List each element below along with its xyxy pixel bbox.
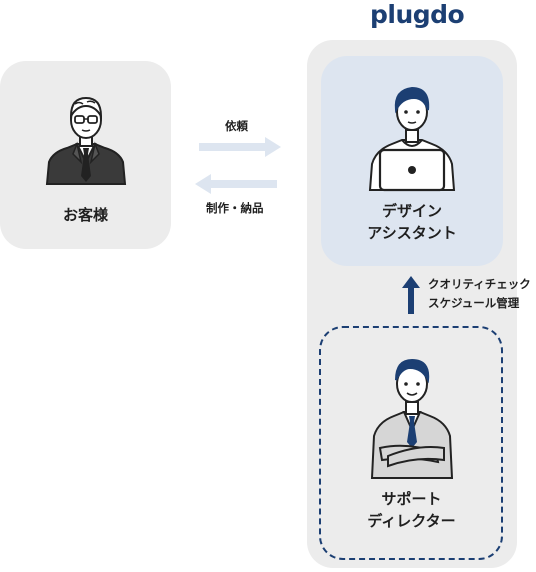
director-label-line1: サポート — [381, 490, 442, 508]
delivery-arrow — [195, 174, 277, 194]
request-arrow — [199, 137, 281, 157]
customer-label: お客様 — [62, 206, 108, 224]
assistant-label: デザイン アシスタント — [321, 200, 503, 244]
assistant-icon — [368, 86, 456, 192]
quality-arrow — [402, 276, 420, 314]
management-label: クオリティチェック スケジュール管理 — [428, 276, 531, 312]
assistant-label-line2: アシスタント — [367, 224, 457, 242]
management-label-line2: スケジュール管理 — [428, 296, 520, 310]
customer-icon — [45, 96, 127, 185]
assistant-label-line1: デザイン — [381, 202, 442, 220]
management-label-line1: クオリティチェック — [428, 277, 531, 291]
delivery-label: 制作・納品 — [206, 201, 264, 215]
director-label-line2: ディレクター — [367, 512, 456, 530]
director-label: サポート ディレクター — [319, 488, 504, 532]
director-icon — [370, 358, 454, 479]
plugdo-logo: plugdo — [370, 0, 465, 29]
director-card — [319, 326, 503, 560]
request-label: 依頼 — [225, 119, 248, 133]
